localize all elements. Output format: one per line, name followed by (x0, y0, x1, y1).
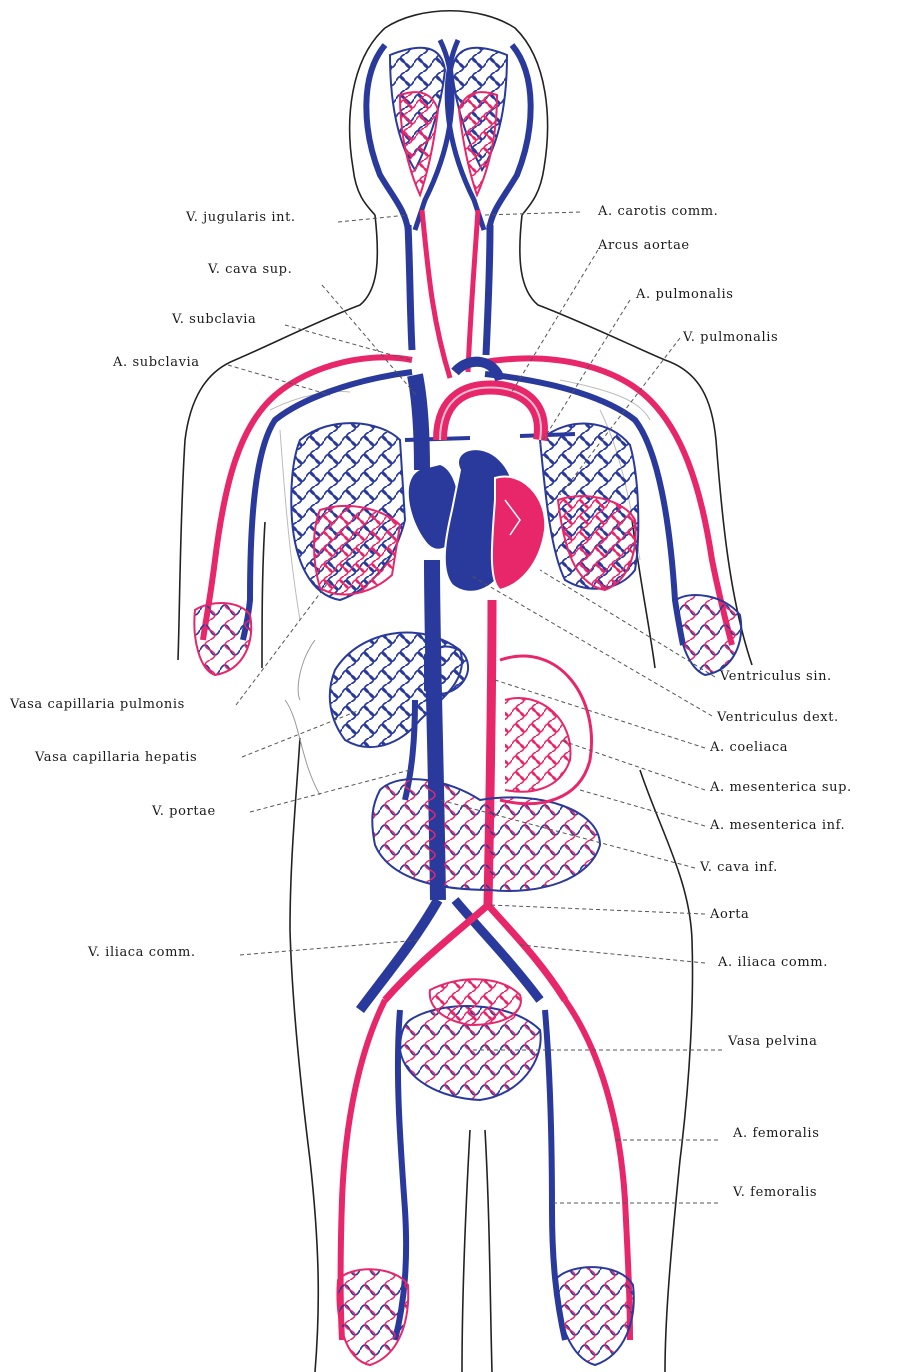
label-a-mesenterica-inf: A. mesenterica inf. (710, 818, 845, 834)
leader-v-iliaca-comm (240, 940, 420, 955)
label-ventriculus-sin: Ventriculus sin. (720, 669, 832, 685)
label-a-iliaca-comm: A. iliaca comm. (718, 955, 828, 971)
label-v-cava-sup: V. cava sup. (208, 262, 292, 278)
label-v-subclavia: V. subclavia (172, 312, 256, 328)
label-a-femoralis: A. femoralis (733, 1126, 819, 1142)
label-a-subclavia: A. subclavia (113, 355, 200, 371)
label-vasa-capillaria-hepatis: Vasa capillaria hepatis (35, 750, 197, 766)
label-v-cava-inf: V. cava inf. (700, 860, 778, 876)
label-arcus-aortae: Arcus aortae (598, 238, 690, 254)
leader-v-jugularis-int (338, 215, 408, 222)
neck-vessels (408, 210, 490, 378)
label-aorta: Aorta (710, 907, 749, 923)
leader-a-mesenterica-inf (580, 790, 705, 826)
leader-a-iliaca-comm (520, 945, 705, 963)
label-v-iliaca-comm: V. iliaca comm. (88, 945, 196, 961)
label-a-mesenterica-sup: A. mesenterica sup. (710, 780, 852, 796)
label-v-pulmonalis: V. pulmonalis (683, 330, 778, 346)
label-a-carotis-comm: A. carotis comm. (598, 204, 718, 220)
label-a-pulmonalis: A. pulmonalis (636, 287, 734, 303)
leader-a-carotis-comm (485, 212, 580, 215)
label-v-portae: V. portae (152, 804, 216, 820)
heart (409, 362, 545, 592)
pelvis-vessels (360, 900, 565, 1100)
leader-a-mesenterica-sup (560, 740, 705, 790)
label-vasa-capillaria-pulmonis: Vasa capillaria pulmonis (10, 697, 185, 713)
leader-aorta (490, 905, 705, 914)
label-v-jugularis-int: V. jugularis int. (186, 210, 296, 226)
label-ventriculus-dext: Ventriculus dext. (717, 710, 839, 726)
label-v-femoralis: V. femoralis (733, 1185, 817, 1201)
head-capillaries (366, 40, 530, 230)
liver-capillaries (330, 633, 468, 800)
label-a-coeliaca: A. coeliaca (710, 740, 788, 756)
label-vasa-pelvina: Vasa pelvina (728, 1034, 818, 1050)
